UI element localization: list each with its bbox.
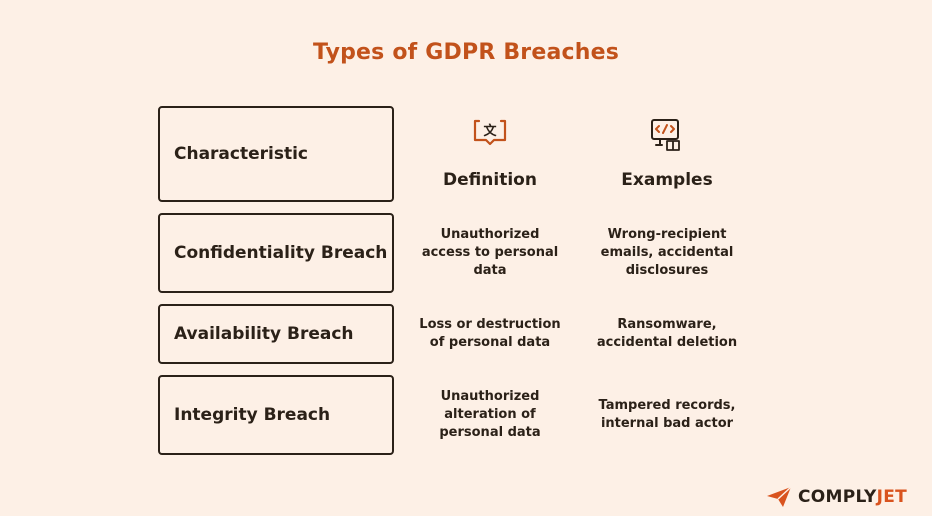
row-label: Availability Breach [174, 324, 354, 344]
row-definition: Unauthorized access to personal data [421, 227, 559, 278]
svg-text:文: 文 [483, 123, 497, 139]
row-definition: Unauthorized alteration of personal data [439, 389, 541, 440]
row-label: Confidentiality Breach [174, 243, 388, 263]
characteristic-header-box: Characteristic [158, 106, 394, 202]
translate-book-icon: 文 [473, 119, 507, 146]
row-examples: Wrong-recipient emails, accidental discl… [600, 227, 734, 278]
row-definition: Loss or destruction of personal data [419, 317, 561, 350]
characteristic-header-label: Characteristic [174, 144, 308, 164]
paper-plane-icon [767, 486, 792, 507]
row-box-availability: Availability Breach [158, 304, 394, 364]
page-title: Types of GDPR Breaches [312, 40, 620, 65]
code-book-icon [651, 119, 680, 151]
row-box-integrity: Integrity Breach [158, 375, 394, 455]
logo-text-jet: JET [876, 487, 908, 507]
row-label: Integrity Breach [174, 405, 331, 425]
row-examples: Tampered records, internal bad actor [598, 398, 736, 431]
definition-header: Definition [443, 170, 537, 190]
logo-text-comply: COMPLY [798, 487, 877, 507]
row-box-confidentiality: Confidentiality Breach [158, 213, 394, 293]
examples-header: Examples [621, 170, 713, 190]
complyjet-logo: COMPLYJET [766, 484, 907, 510]
row-examples: Ransomware, accidental deletion [596, 317, 738, 350]
